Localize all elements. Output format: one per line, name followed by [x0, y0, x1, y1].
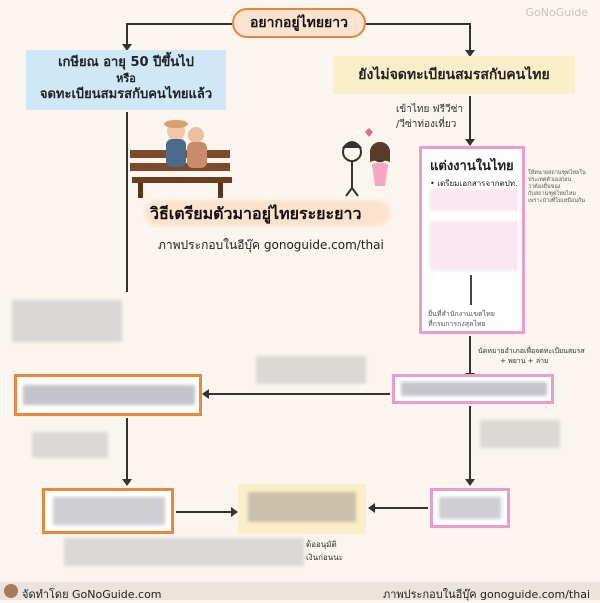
bottom-center-box: [238, 484, 366, 534]
lawyer-note-1: นัดหมายอำเภอเพื่อจดทะเบียนสมรส: [478, 347, 585, 355]
left-branch-line2: หรือ: [116, 72, 136, 85]
marriage-card-inner-line: [470, 275, 472, 305]
non-o-visa-box: [14, 374, 202, 416]
marriage-card-footer2: ที่กรมการกงสุลไทย: [428, 320, 486, 328]
bottom-note-end2: เงินก่อนนะ: [306, 553, 343, 562]
left-branch-box: เกษียณ อายุ 50 ปีขึ้นไป หรือ จดทะเบียนสม…: [26, 50, 226, 110]
side-note-line: ประเทศตัวเองก่อน: [528, 177, 572, 183]
root-to-right-line: [366, 23, 470, 25]
marriage-to-nono-arrow: [202, 389, 390, 399]
center-title: วิธีเตรียมตัวมาอยู่ไทยระยะยาว: [150, 204, 362, 223]
left-vertical-line: [126, 112, 128, 292]
bottom-left-arrow: [368, 503, 428, 513]
footer-right: ภาพประกอบในอีบุ๊ค gonoguide.com/thai: [382, 588, 590, 601]
retired-couple-illustration: [130, 120, 232, 198]
side-note-line: เพราะบ้างที่ไม่เหมือนกัน: [528, 198, 586, 204]
marriage-card-footer1: ยื่นที่สำนักงานเขตไทย: [428, 310, 495, 318]
marriage-card-blurred-1: [430, 189, 518, 211]
left-branch-line1: เกษียณ อายุ 50 ปีขึ้นไป: [58, 55, 194, 70]
bottom-note-end: ต้ออนุมัติ: [306, 540, 337, 549]
center-caption: ภาพประกอบในอีบุ๊ค gonoguide.com/thai: [158, 238, 384, 252]
right-down-arrow: [465, 96, 475, 146]
marriage-card-title: แต่งงานในไทย: [430, 159, 514, 174]
marriage-card: แต่งงานในไทย • เตรียมเอกสารจากตปท. ยื่นท…: [419, 146, 525, 334]
left-blurred-text: [12, 300, 122, 342]
left-branch-line3: จดทะเบียนสมรสกับคนไทยแล้ว: [39, 87, 213, 102]
brand-watermark: GoNoGuide: [525, 6, 588, 19]
middle-blurred-note: [256, 356, 366, 384]
root-to-left-line: [127, 23, 232, 25]
side-note-line: ให้ทนายสถานฑูตไทยใน: [528, 170, 586, 176]
bottom-right-arrow: [176, 507, 238, 517]
left-lower-arrow: [122, 418, 132, 486]
lawyer-note-2: + พยาน + ล่าม: [500, 357, 549, 365]
register-marriage-box: [392, 374, 554, 404]
footer-bar: จัดทำโดย GoNoGuide.com ภาพประกอบในอีบุ๊ค…: [0, 582, 600, 601]
marriage-card-bullet1: • เตรียมเอกสารจากตปท.: [430, 179, 518, 188]
marriage-down-arrow: [465, 336, 475, 380]
side-note-line: กับสถานฑูตไทยไหม: [528, 191, 577, 197]
right-lower-arrow: [465, 406, 475, 486]
left-lower-blurred: [32, 432, 108, 458]
root-right-arrow: [465, 23, 475, 57]
entry-note-1: เข้าไทย ฟรีวีซ่า: [396, 104, 463, 115]
marriage-side-note: ให้ทนายสถานฑูตไทยใน ประเทศตัวเองก่อน ว่า…: [528, 170, 590, 205]
bottom-blurred-note: [64, 538, 304, 566]
root-node: อยากอยู่ไทยยาว: [232, 8, 366, 38]
marriage-card-blurred-2: [430, 221, 518, 271]
entry-note-2: /วีซ่าท่องเที่ยว: [396, 119, 457, 130]
couple-icon: [342, 128, 390, 197]
root-left-arrow: [122, 23, 132, 51]
footer-left: จัดทำโดย GoNoGuide.com: [22, 588, 162, 601]
side-note-line: ว่าต้องยื่นของ: [528, 184, 561, 190]
right-branch-box: ยังไม่จดทะเบียนสมรสกับคนไทย: [333, 56, 575, 94]
avatar: [4, 584, 18, 598]
center-title-highlight: [145, 200, 390, 226]
bottom-left-box: [42, 488, 174, 534]
bottom-right-box: [430, 488, 510, 528]
right-lower-blurred: [480, 420, 560, 448]
